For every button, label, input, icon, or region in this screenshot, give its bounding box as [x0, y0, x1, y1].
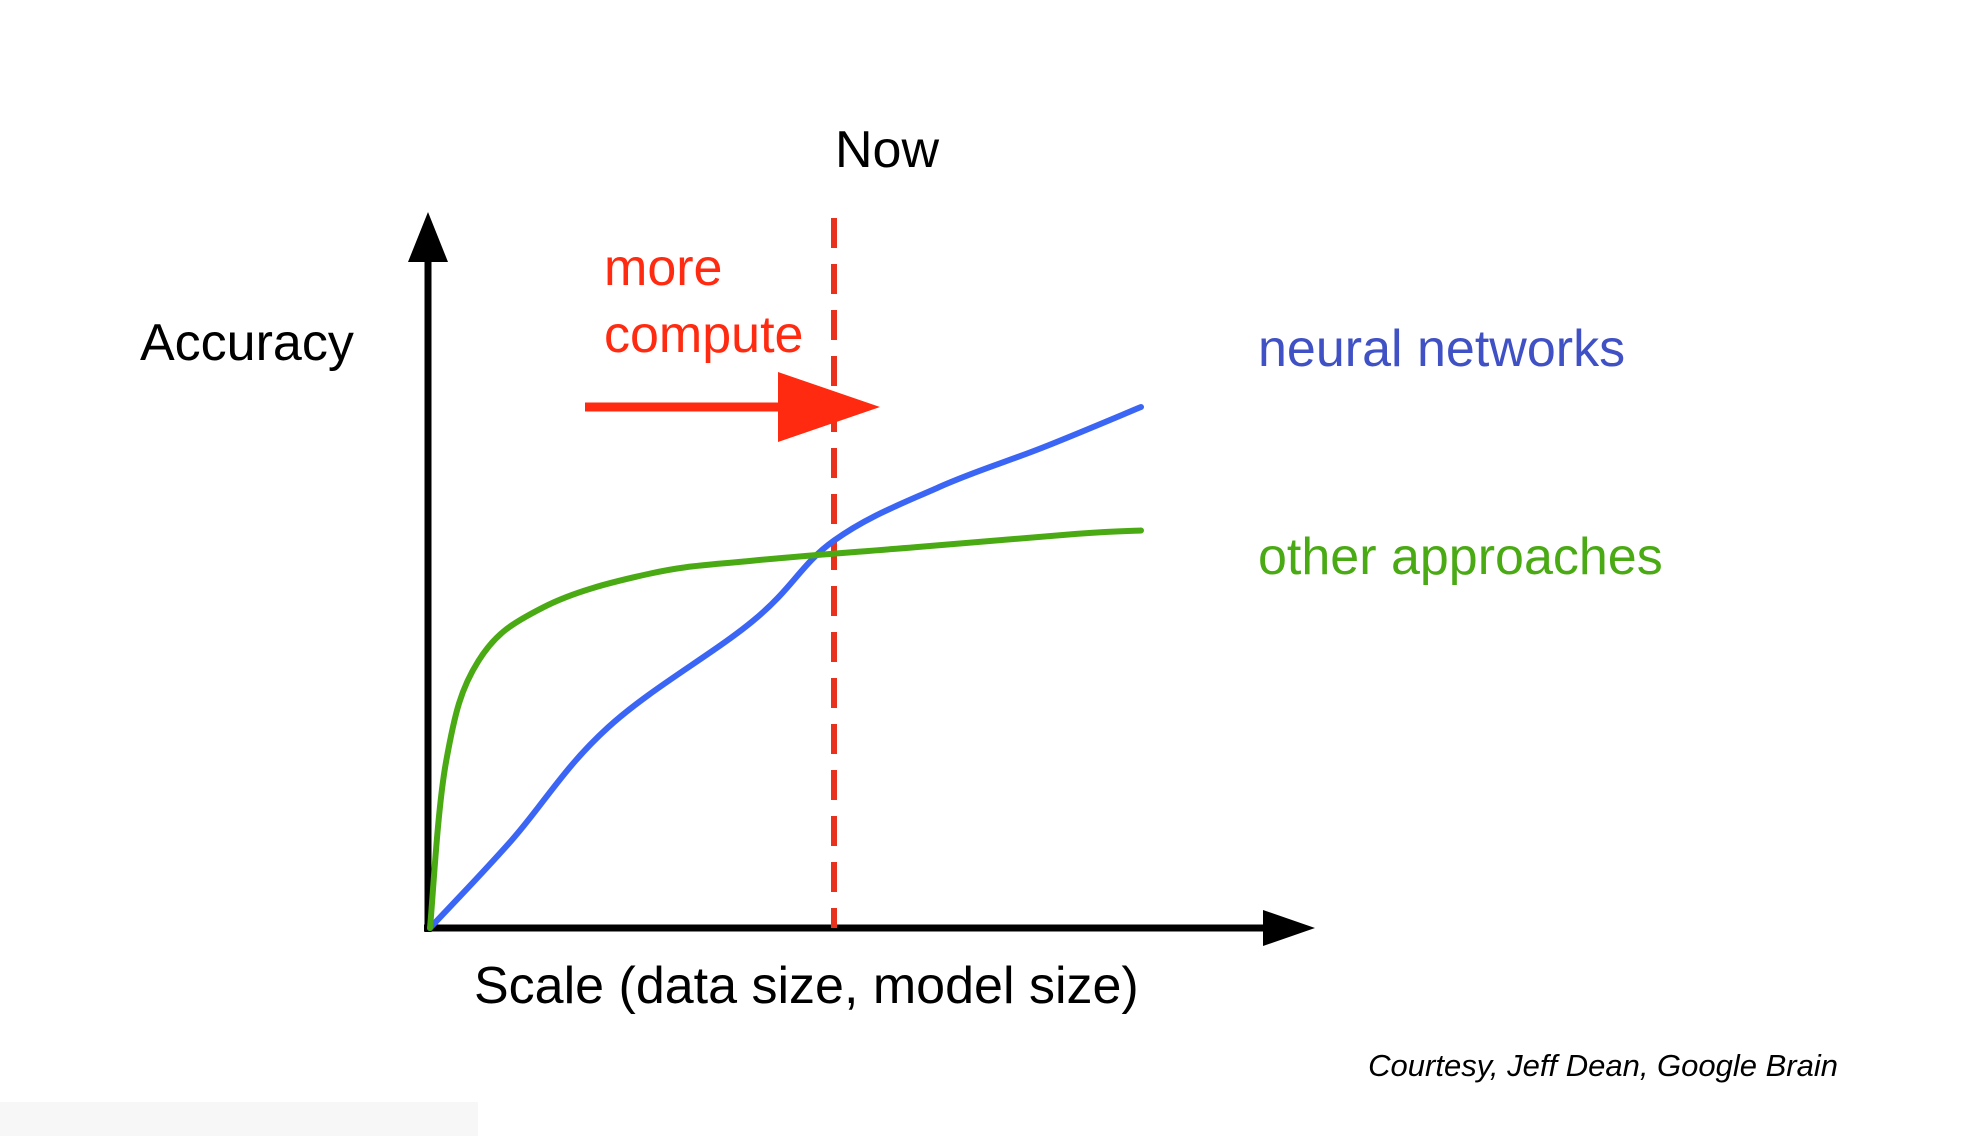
more-compute-arrow-head [778, 372, 880, 442]
x-axis-label: Scale (data size, model size) [474, 957, 1139, 1015]
y-axis-arrowhead [408, 212, 448, 262]
more-compute-arrow [585, 372, 880, 442]
bottom-strip [0, 1102, 478, 1136]
x-axis-arrowhead [1263, 910, 1315, 946]
more-compute-label-line2: compute [604, 306, 803, 364]
series-label-other-approaches: other approaches [1258, 528, 1663, 586]
axes [408, 212, 1315, 946]
now-label: Now [835, 121, 939, 179]
y-axis-label: Accuracy [140, 314, 354, 372]
series-label-neural-networks: neural networks [1258, 320, 1625, 378]
series-line-other-approaches [427, 527, 1144, 931]
series-line-neural-networks [427, 404, 1144, 931]
more-compute-label-line1: more [604, 239, 722, 297]
credit-text: Courtesy, Jeff Dean, Google Brain [1368, 1048, 1838, 1083]
